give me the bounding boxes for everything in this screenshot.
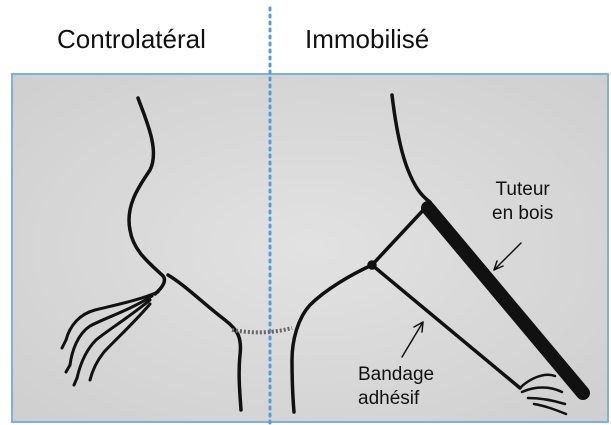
label-tuteur-line1: Tuteur bbox=[492, 178, 553, 202]
label-bandage-line2: adhésif bbox=[358, 387, 434, 411]
label-adhesive-bandage: Bandage adhésif bbox=[358, 363, 434, 411]
label-wooden-splint: Tuteur en bois bbox=[492, 178, 553, 226]
label-tuteur-line2: en bois bbox=[492, 202, 553, 226]
panel-background bbox=[13, 75, 607, 421]
label-bandage-line1: Bandage bbox=[358, 363, 434, 387]
